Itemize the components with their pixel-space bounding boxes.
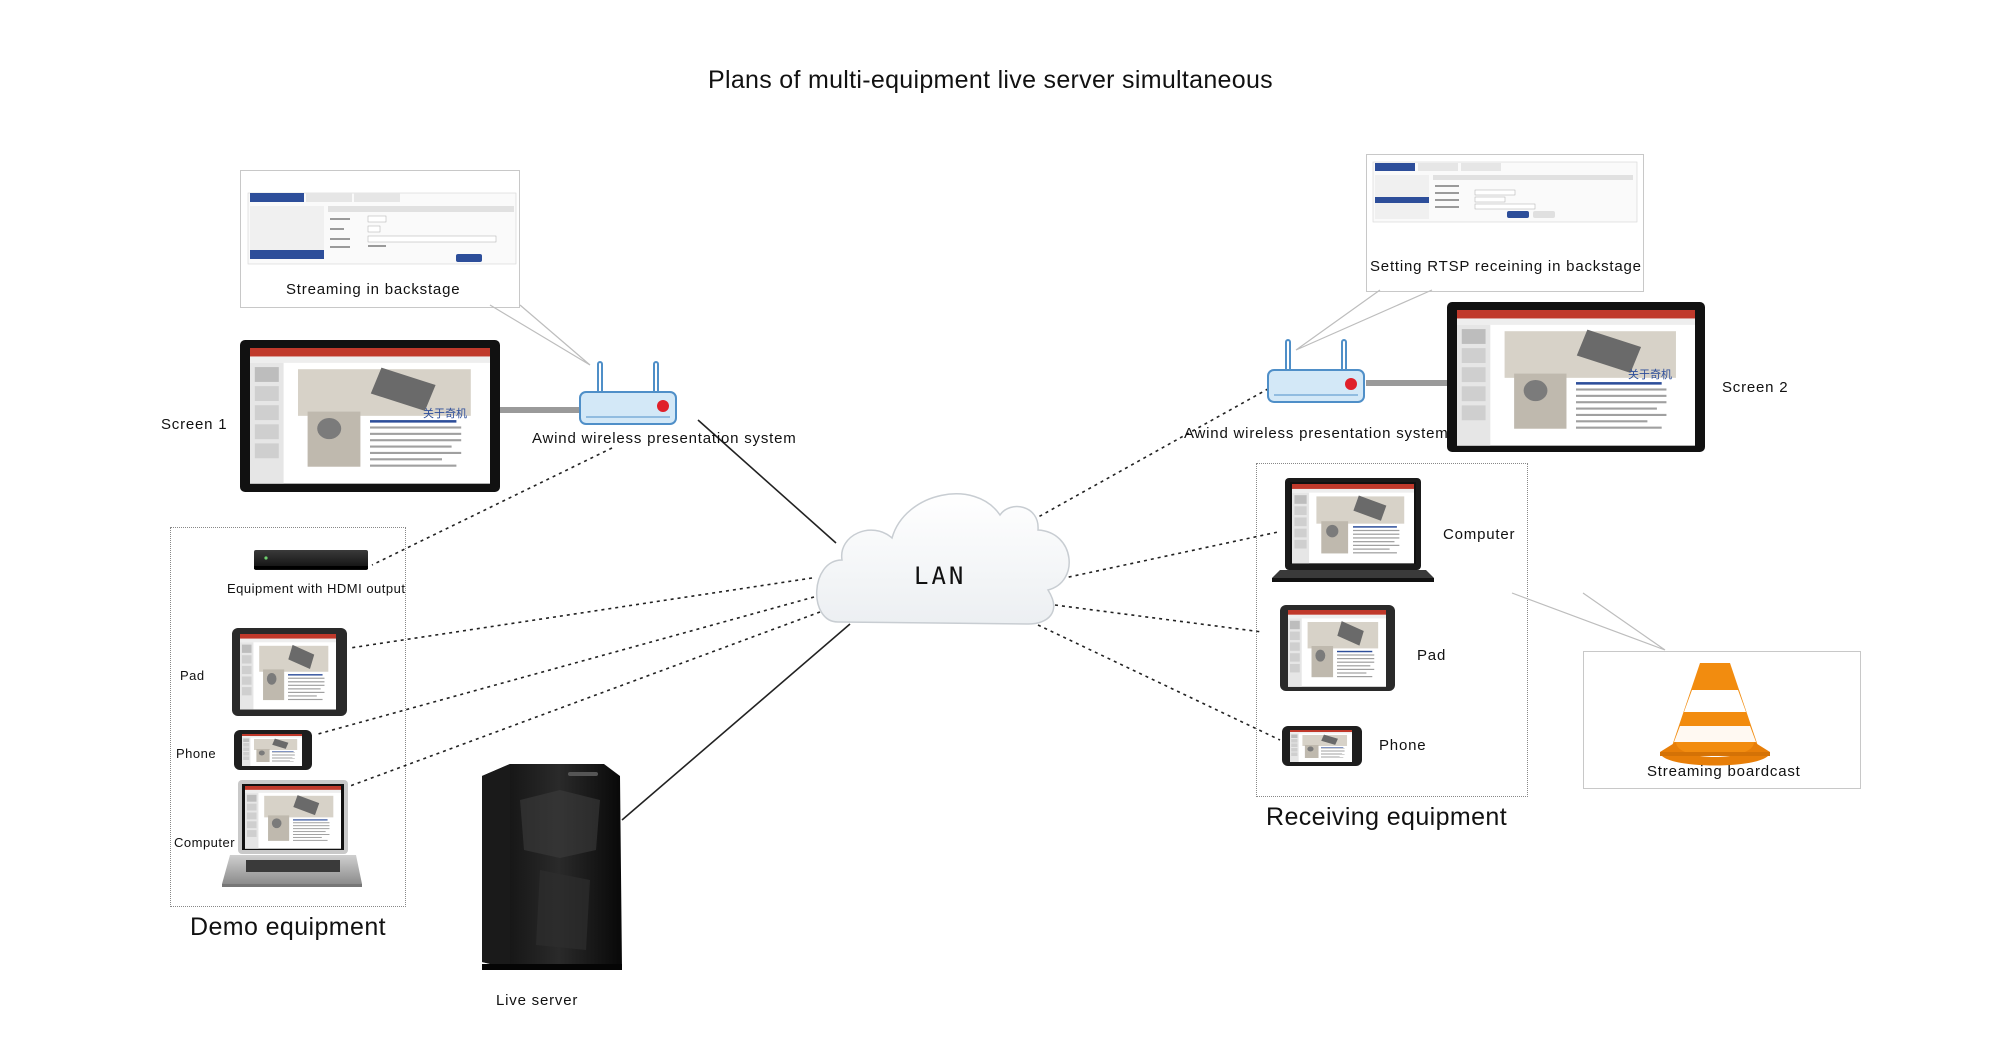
connections	[317, 289, 1666, 821]
phone-left-icon	[234, 730, 312, 770]
screen2-slide-heading: 关于奇机	[1628, 367, 1672, 381]
pad-left-icon	[232, 628, 347, 716]
lan-router-right-link	[1014, 384, 1276, 531]
router-right-icon	[1267, 339, 1365, 403]
hdmi-label: Equipment with HDMI output	[227, 581, 406, 596]
computer-right-label: Computer	[1443, 526, 1516, 543]
receiving-equipment-group	[1256, 463, 1528, 797]
hdmi-box-icon	[254, 550, 368, 570]
computer-right-icon	[1272, 478, 1434, 582]
left-callout-caption: Streaming in backstage	[286, 281, 461, 298]
lan-phone-left-link	[317, 596, 815, 735]
right-backstage-ui	[1372, 161, 1638, 223]
live-server-icon	[482, 764, 622, 970]
vlc-cone-icon	[1660, 663, 1770, 766]
screen1-display: 关于奇机	[240, 340, 500, 492]
router-left-hdmi-link	[371, 447, 613, 566]
router-left-label: Awind wireless presentation system	[532, 430, 797, 447]
callout-right-pointer	[1295, 289, 1433, 351]
phone-left-label: Phone	[176, 746, 217, 761]
screen1-label: Screen 1	[161, 416, 228, 433]
computer-left-icon	[222, 780, 362, 887]
lan-pad-right-link	[1054, 604, 1263, 633]
pad-left-label: Pad	[180, 668, 205, 683]
lan-router-left-link	[697, 419, 837, 544]
live-server-label: Live server	[496, 992, 579, 1009]
screen2-display: 关于奇机	[1447, 302, 1705, 452]
left-backstage-ui	[247, 192, 517, 265]
lan-label: LAN	[914, 562, 967, 590]
callout-left-pointer	[489, 304, 591, 366]
lan-computer-right-link	[1054, 531, 1279, 581]
phone-right-label: Phone	[1379, 737, 1427, 754]
demo-equipment-group	[170, 527, 406, 907]
lan-server-link	[621, 623, 851, 821]
diagram-title: Plans of multi-equipment live server sim…	[708, 66, 1273, 94]
screen2-label: Screen 2	[1722, 379, 1789, 396]
lan-pad-left-link	[349, 577, 813, 649]
pad-right-icon	[1280, 605, 1395, 691]
lan-computer-left-link	[349, 611, 821, 787]
lan-phone-right-link	[1037, 624, 1281, 741]
right-callout-caption: Setting RTSP receining in backstage	[1370, 258, 1642, 275]
vlc-callout-pointer	[1511, 592, 1666, 651]
pad-right-label: Pad	[1417, 647, 1447, 664]
screen1-slide-heading: 关于奇机	[423, 406, 467, 420]
demo-equipment-label: Demo equipment	[190, 913, 386, 941]
router-left-icon	[579, 361, 677, 425]
vlc-caption: Streaming boardcast	[1647, 763, 1801, 780]
receiving-equipment-label: Receiving equipment	[1266, 803, 1508, 831]
lan-cloud	[816, 493, 1070, 625]
phone-right-icon	[1282, 726, 1362, 766]
computer-left-label: Computer	[174, 835, 236, 850]
router-right-label: Awind wireless presentation system	[1184, 425, 1449, 442]
